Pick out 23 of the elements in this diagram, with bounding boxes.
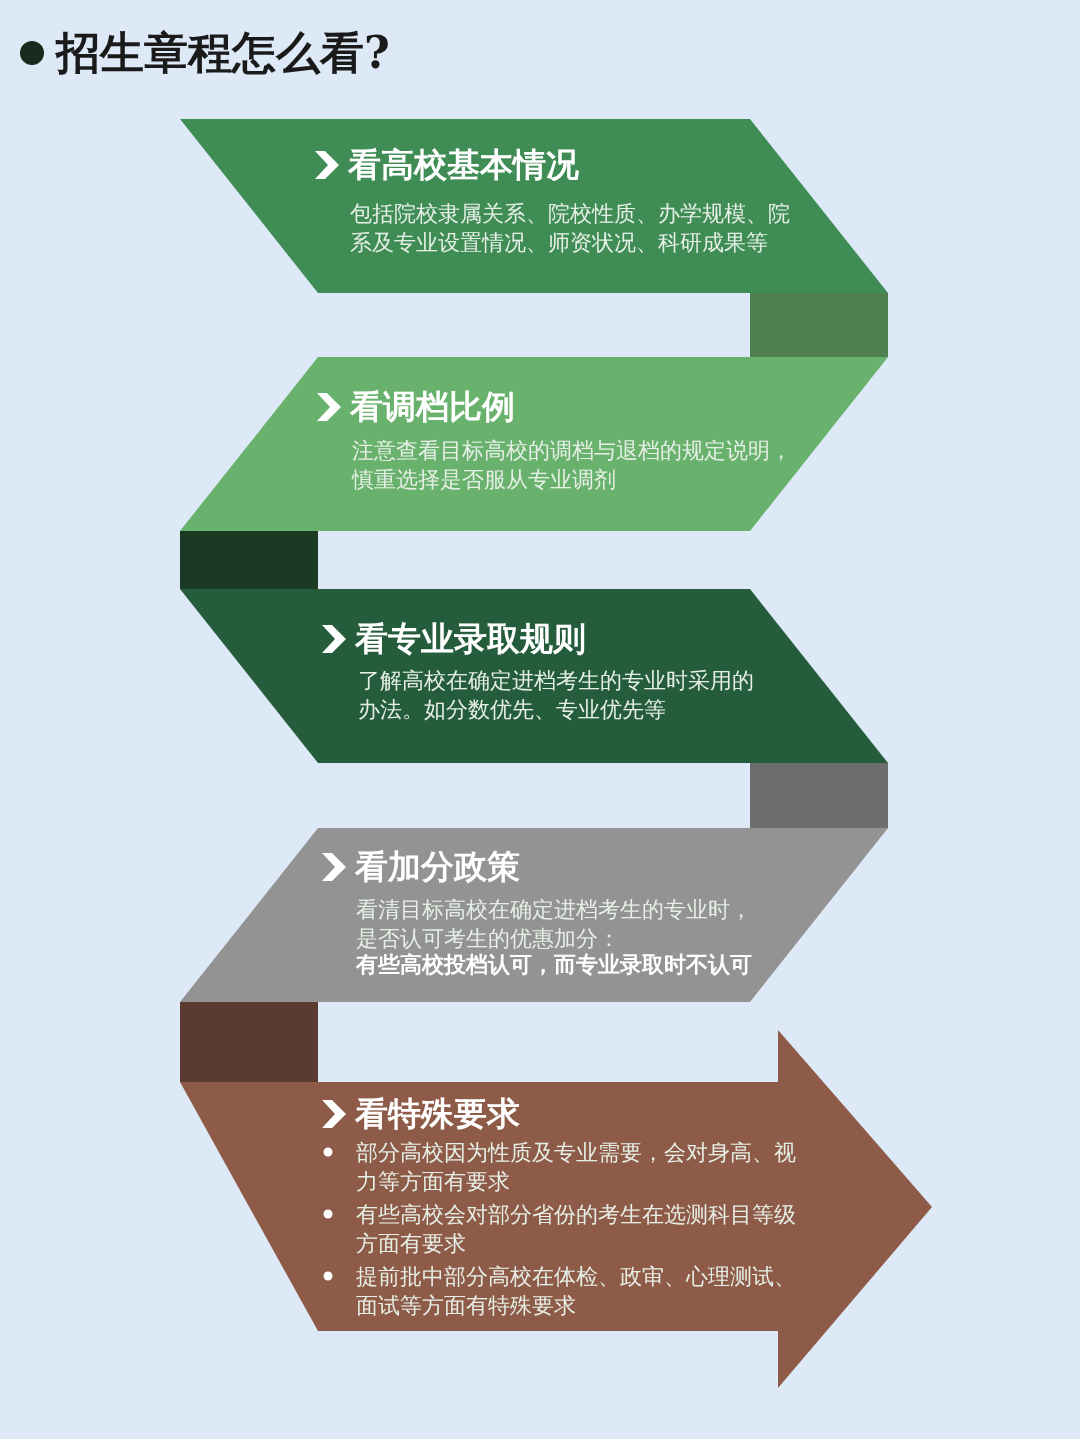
- step-heading: 看加分政策: [355, 848, 520, 886]
- step-heading: 看特殊要求: [355, 1095, 520, 1133]
- ribbon-band: [180, 119, 888, 293]
- ribbon-fold: [750, 293, 888, 357]
- step-heading: 看专业录取规则: [355, 620, 586, 658]
- step-description: 注意查看目标高校的调档与退档的规定说明，慎重选择是否服从专业调剂: [352, 437, 793, 494]
- step-description: 有些高校投档认可，而专业录取时不认可: [356, 951, 753, 979]
- step-heading: 看高校基本情况: [348, 146, 579, 184]
- arrow-band: [180, 1030, 932, 1388]
- bullet-item: 有些高校会对部分省份的考生在选测科目等级方面有要求: [356, 1201, 796, 1258]
- step-description: 看清目标高校在确定进档考生的专业时，是否认可考生的优惠加分：: [356, 896, 753, 953]
- ribbon-fold: [750, 763, 888, 828]
- title: 招生章程怎么看?: [56, 26, 390, 80]
- ribbon-band: [180, 589, 888, 763]
- bullet-item: 部分高校因为性质及专业需要，会对身高、视力等方面有要求: [356, 1139, 796, 1196]
- step-heading: 看调档比例: [350, 388, 515, 426]
- ribbon-fold: [180, 1002, 318, 1082]
- ribbon-band: [180, 828, 888, 1002]
- step-description: 了解高校在确定进档考生的专业时采用的办法。如分数优先、专业优先等: [358, 667, 755, 724]
- bullet-item: 提前批中部分高校在体检、政审、心理测试、面试等方面有特殊要求: [356, 1263, 796, 1320]
- ribbon-band: [180, 357, 888, 531]
- step-description: 包括院校隶属关系、院校性质、办学规模、院系及专业设置情况、师资状况、科研成果等: [350, 200, 791, 257]
- ribbon-fold: [180, 531, 318, 589]
